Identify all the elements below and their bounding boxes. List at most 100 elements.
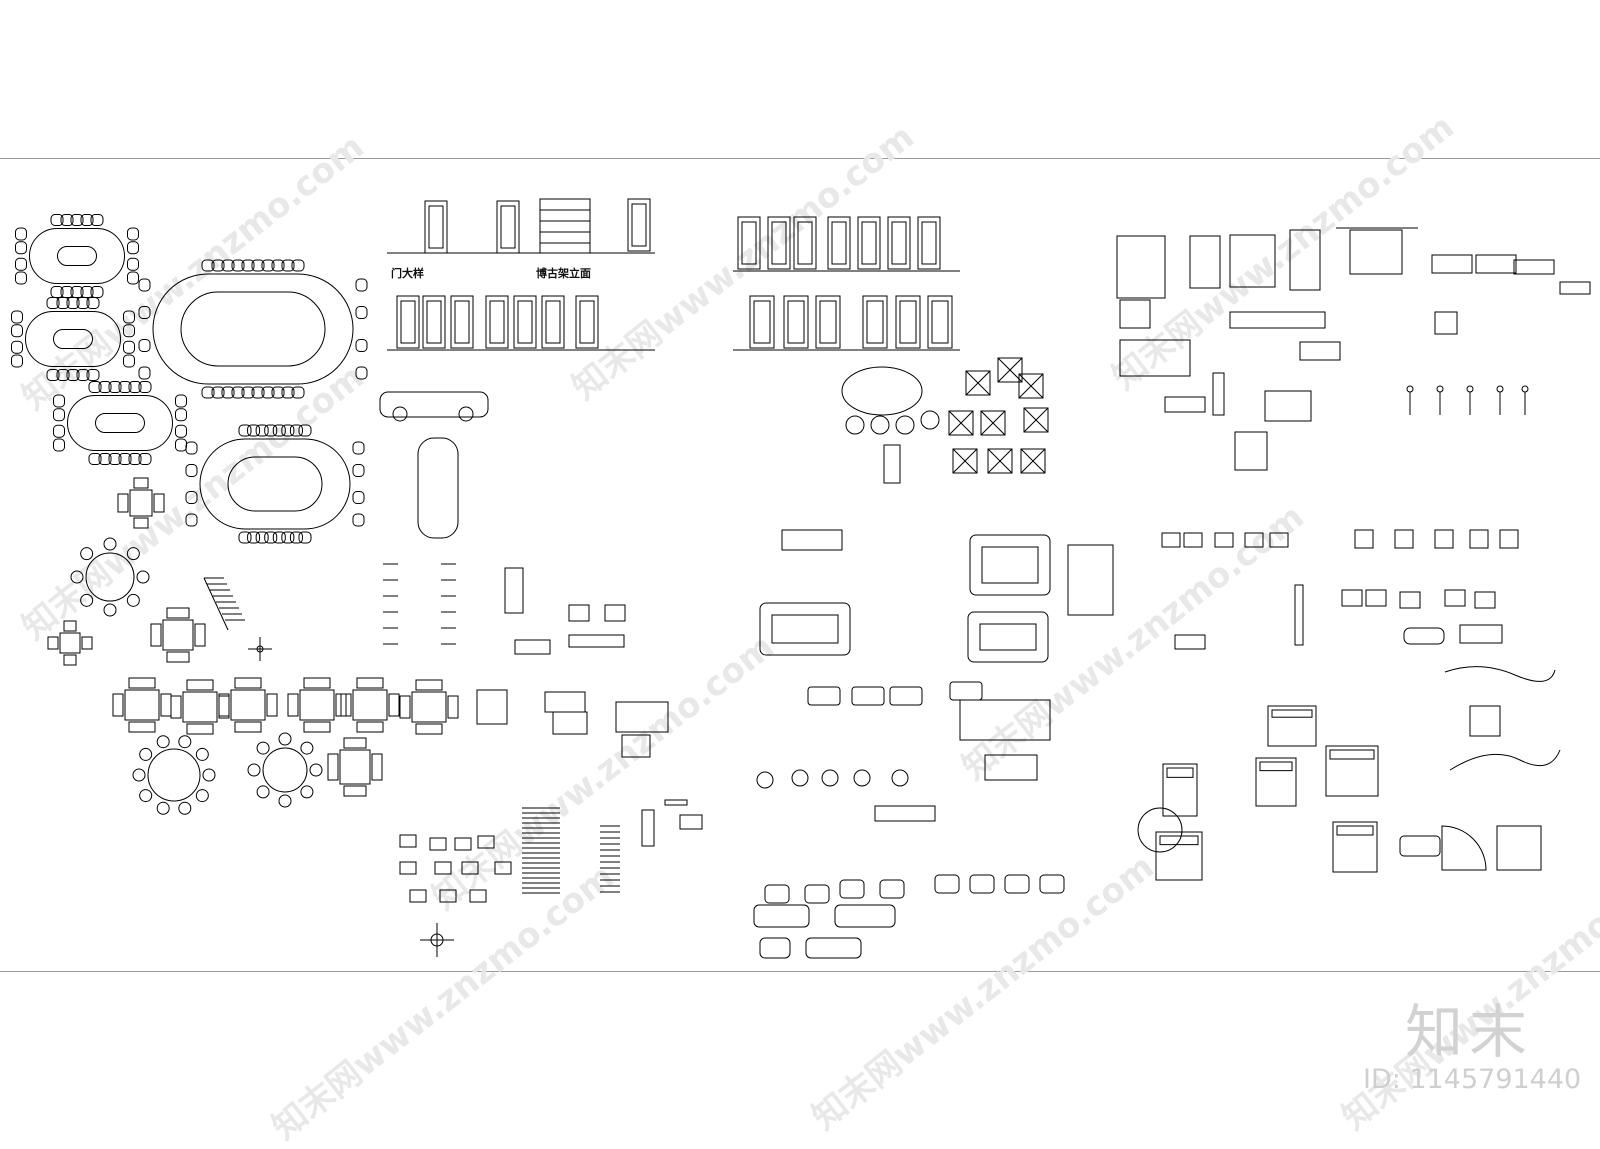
round-table [147,748,201,802]
billiard-table [1264,390,1312,422]
door [887,216,911,270]
sofa [781,529,843,551]
oval-table-inner [95,413,145,433]
office-desk [621,734,651,758]
dining-table [59,632,81,654]
car-side [379,391,489,418]
door [895,295,921,349]
wheel [458,406,474,422]
chair [415,679,443,691]
chair [195,747,209,761]
dining-table [124,689,160,721]
electrical-panel [679,814,703,830]
dining-table [352,689,388,721]
chair [15,271,27,285]
armchair [1039,874,1065,894]
chair [123,324,135,338]
chair [138,306,151,319]
chair [86,297,100,309]
chair [139,747,153,761]
chair [202,768,216,782]
chair [340,693,352,717]
tile-pattern [1023,407,1049,433]
small-furniture [434,861,452,875]
chair [352,441,365,455]
chair [170,695,182,719]
chair [415,723,443,735]
chair [76,297,90,309]
chair [88,381,102,393]
ornament [895,415,915,435]
tile-line [952,448,978,474]
stair-edge [203,577,229,631]
sink [1444,589,1466,607]
chair [112,693,124,717]
figure-head [1521,385,1529,393]
music-decoration [1444,666,1556,682]
chair [118,453,132,465]
chair [123,310,135,324]
chair [289,531,303,544]
door [749,295,775,349]
chair [53,438,65,452]
chair [287,693,299,717]
dining-table [162,619,194,651]
door [917,216,941,270]
door [827,216,851,270]
chair [128,453,142,465]
chair [56,297,70,309]
chair [86,369,100,381]
chair [126,593,140,607]
ornament [870,415,890,435]
small-furniture [469,889,487,903]
sofa [889,686,923,706]
chair [156,735,170,749]
dining-table [299,689,335,721]
door-panel [861,221,877,265]
coffee-table [771,614,839,644]
sofa-group [759,602,851,656]
armchair [1004,874,1030,894]
bottom-divider-line [0,971,1600,972]
figure-head [1436,385,1444,393]
tile-line [980,410,1006,436]
chair [11,340,23,354]
door-panel [741,221,757,265]
bed [1155,831,1203,881]
chair [281,424,295,437]
top-divider-line [0,158,1600,159]
door-panel [866,300,884,344]
chair [185,441,198,455]
sink [1341,589,1363,607]
chair [138,381,152,393]
chair [201,259,215,272]
counter [1174,634,1206,650]
door-panel [753,300,771,344]
small-furniture [494,861,512,875]
chair [355,339,368,352]
bed-plan [1067,544,1114,616]
large-oval-table [199,438,351,530]
door-panel [426,300,442,344]
tile-pattern [980,410,1006,436]
chair [298,531,312,544]
chair [195,789,209,803]
chair [160,693,172,717]
wardrobe [1189,235,1221,289]
light-bar [664,799,688,806]
small-oval-table [25,311,121,367]
appliance [1244,532,1264,548]
chair [201,386,215,399]
sectional-sofa [959,699,1051,741]
chair [891,769,909,787]
tile-pattern [1020,448,1046,474]
sofa [851,686,885,706]
door [541,295,565,349]
console [1513,259,1555,275]
chair [11,354,23,368]
chair [175,394,187,408]
chair [853,769,871,787]
curtain [1289,229,1321,291]
sofa-group [967,611,1049,663]
chair [251,259,265,272]
